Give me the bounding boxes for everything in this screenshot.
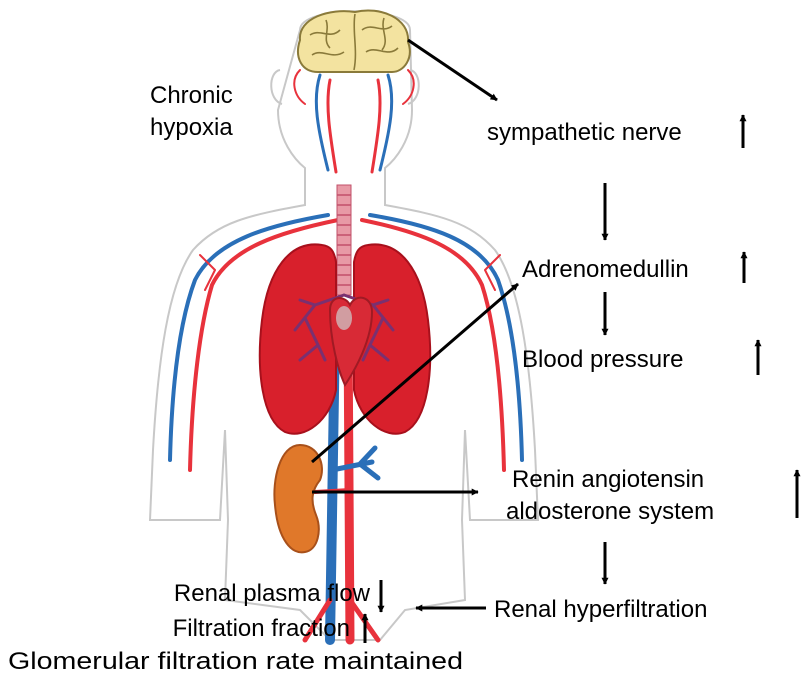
artery-arm-right [360,218,506,472]
stimulus-label-line2: hypoxia [150,114,233,141]
flow-arrows [311,38,609,612]
renal-vein [329,445,381,481]
brain-folds [309,13,399,71]
lung-left [258,243,337,435]
trachea [336,184,352,296]
trachea-rings [337,194,351,286]
blood-pressure-label: Blood pressure [522,346,683,373]
artery-shoulder-right [484,254,501,291]
artery-arm-left [188,218,340,472]
arrow-brain-to-sympathetic [407,38,498,102]
raas-label-line2: aldosterone system [506,498,714,525]
vein-head-right [378,73,394,172]
artery-head-right [370,78,382,174]
artery-face [293,69,415,105]
lung-right [353,243,432,435]
brain-icon [297,9,411,73]
filtration-fraction-label: Filtration fraction [173,615,350,642]
artery-shoulder-left [199,254,216,291]
vein-arm-right [368,213,524,462]
gfr-label: Glomerular filtration rate maintained [8,648,463,675]
heart-highlight [336,306,352,330]
renal-plasma-flow-label: Renal plasma flow [174,580,371,607]
adrenomedullin-label: Adrenomedullin [522,256,689,283]
raas-label-line1: Renin angiotensin [512,466,704,493]
lungs-icon [258,243,432,435]
sympathetic-label: sympathetic nerve [487,119,682,146]
kidney-shape [273,443,323,554]
artery-head-left [326,78,338,174]
ear-right [407,69,420,105]
heart-icon [328,296,374,388]
change-indicators [361,114,801,643]
hyperfiltration-label: Renal hyperfiltration [494,596,707,623]
ear-left [270,69,283,105]
brain-shape [297,9,411,73]
vein-head-left [314,73,330,172]
labels: Chronic hypoxia sympathetic nerve Adreno… [8,82,714,675]
arrow-kidney-to-adrenomedullin [311,282,519,464]
bronchi [293,293,395,362]
trachea-tube [336,184,352,296]
stimulus-label-line1: Chronic [150,82,233,109]
kidney-icon [273,443,323,554]
vein-arm-left [168,213,330,462]
